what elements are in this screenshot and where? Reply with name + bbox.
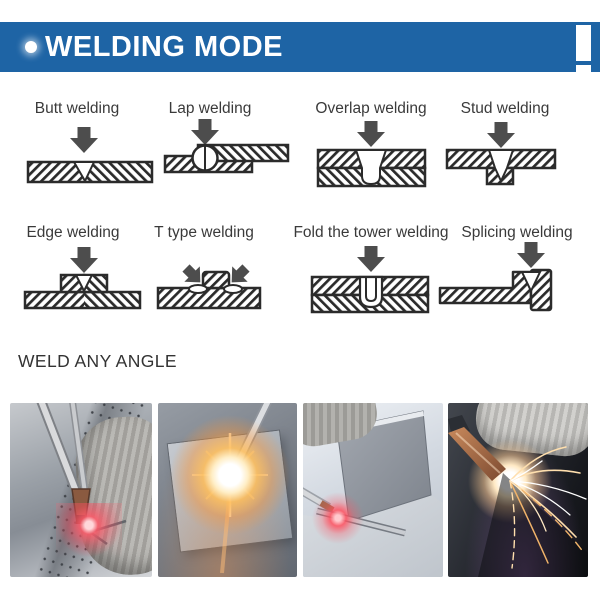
weld-any-angle-heading: WELD ANY ANGLE — [18, 351, 177, 371]
label-lap-welding: Lap welding — [169, 100, 252, 117]
red-laser-glow — [311, 491, 365, 545]
welding-photo-bright-spark — [158, 403, 297, 577]
bullet-dot-icon — [25, 41, 37, 53]
label-splicing-welding: Splicing welding — [461, 224, 572, 241]
exclamation-icon — [576, 25, 591, 61]
label-overlap-welding: Overlap welding — [315, 100, 426, 117]
label-stud-welding: Stud welding — [461, 100, 550, 117]
welding-photo-spark-spray — [448, 403, 588, 577]
welding-photo-angle-bracket — [303, 403, 443, 577]
down-arrow-icon — [70, 127, 98, 153]
label-butt-welding: Butt welding — [35, 100, 119, 117]
exclamation-dot-icon — [576, 65, 591, 72]
welding-photo-laser-aim — [10, 403, 152, 577]
torch-and-sparks — [448, 415, 588, 577]
diagram-lap-welding — [163, 119, 290, 174]
down-arrow-icon — [357, 246, 385, 272]
down-arrow-icon — [487, 122, 515, 148]
diagram-t-type-welding — [156, 260, 262, 310]
down-arrow-icon — [517, 242, 545, 268]
label-fold-the-tower-welding: Fold the tower welding — [293, 224, 448, 241]
diagram-overlap-welding — [316, 121, 427, 188]
diagram-splicing-welding — [438, 242, 553, 312]
section-header-bar: WELDING MODE — [0, 22, 600, 72]
down-arrow-icon — [191, 119, 219, 145]
diagram-edge-welding — [23, 247, 142, 310]
label-edge-welding: Edge welding — [26, 224, 119, 241]
welding-mode-diagrams: Butt welding Lap welding Overlap welding… — [23, 100, 573, 314]
down-arrow-icon — [357, 121, 385, 147]
down-arrow-icon — [70, 247, 98, 273]
diagram-stud-welding — [445, 122, 557, 186]
spark-burst — [165, 410, 295, 540]
diagram-butt-welding — [26, 127, 154, 184]
red-laser-glow — [56, 503, 122, 577]
label-t-type-welding: T type welding — [154, 224, 254, 241]
page-title: WELDING MODE — [45, 31, 283, 63]
diagram-fold-the-tower-welding — [310, 246, 430, 314]
